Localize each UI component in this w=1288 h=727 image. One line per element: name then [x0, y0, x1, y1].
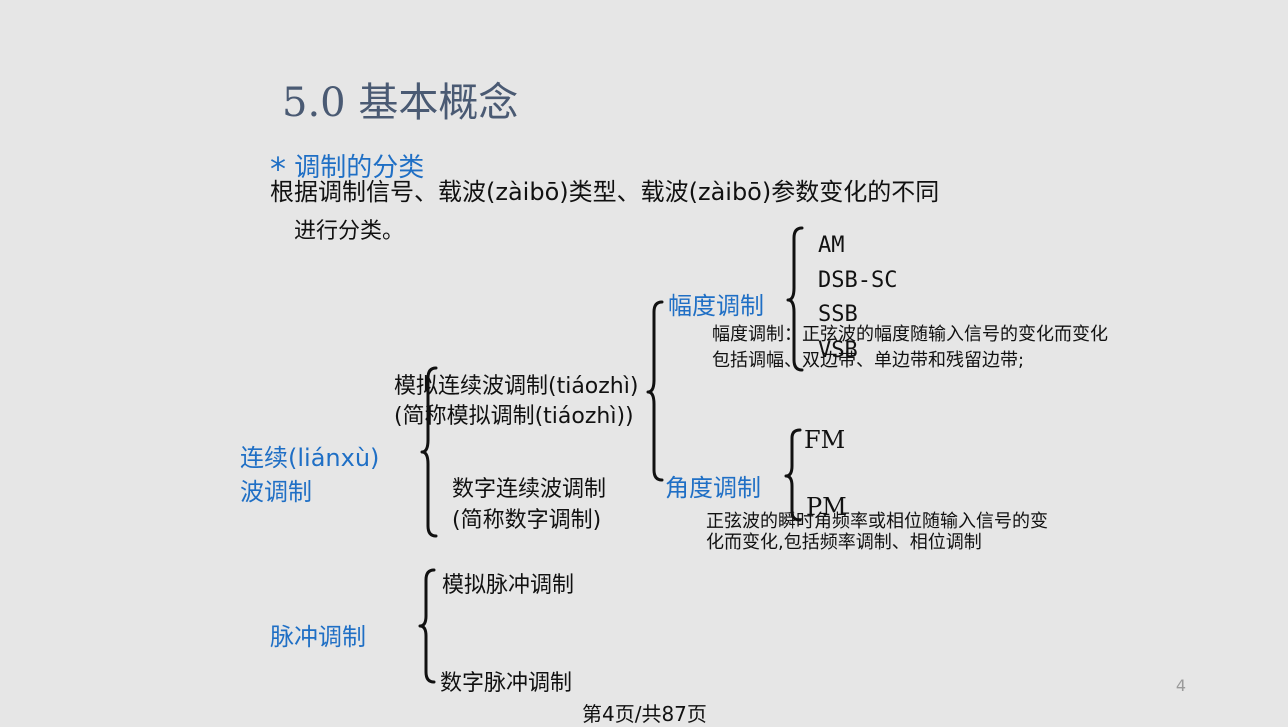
analog-pulse-label: 模拟脉冲调制: [442, 573, 575, 598]
analog-brace-icon: [646, 300, 664, 482]
analog-continuous-line-1: 模拟连续波调制(tiáozhì): [394, 374, 639, 399]
pulse-modulation-label: 脉冲调制: [270, 623, 366, 651]
amplitude-note-line-1: 幅度调制：正弦波的幅度随输入信号的变化而变化: [712, 324, 1108, 345]
digital-pulse-label: 数字脉冲调制: [440, 671, 573, 696]
amplitude-type-ssb: SSB: [818, 302, 858, 327]
analog-continuous-line-2: (简称模拟调制(tiáozhì)): [394, 404, 634, 429]
continuous-wave-label-1: 连续(liánxù): [240, 444, 380, 472]
bullet-heading: * 调制的分类: [270, 146, 425, 188]
amplitude-type-am: AM: [818, 233, 845, 258]
angle-modulation-label: 角度调制: [665, 474, 761, 502]
page-number: 4: [1175, 676, 1186, 695]
page-footer: 第4页/共87页: [582, 702, 707, 726]
amplitude-type-vsb: VSB: [818, 338, 858, 363]
angle-note-line-2: 化而变化,包括频率调制、相位调制: [706, 532, 982, 553]
intro-line-1: 根据调制信号、载波(zàibō)类型、载波(zàibō)参数变化的不同: [270, 178, 940, 206]
digital-continuous-line-1: 数字连续波调制: [452, 477, 607, 502]
pulse-brace-icon: [418, 568, 436, 684]
amplitude-type-dsb-sc: DSB-SC: [818, 268, 898, 293]
continuous-wave-label-2: 波调制: [240, 478, 312, 506]
digital-continuous-line-2: (简称数字调制): [452, 508, 602, 533]
intro-line-2: 进行分类。: [294, 219, 405, 244]
continuous-brace-icon: [420, 366, 438, 538]
bullet-heading-text: 调制的分类: [294, 153, 425, 183]
star-bullet-icon: *: [270, 150, 286, 188]
amplitude-note-line-2: 包括调幅、双边带、单边带和残留边带;: [712, 350, 1025, 371]
angle-type-pm: PM: [806, 493, 847, 521]
amplitude-brace-icon: [786, 226, 804, 372]
amplitude-modulation-label: 幅度调制: [668, 292, 764, 320]
angle-note-line-1: 正弦波的瞬时角频率或相位随输入信号的变: [706, 511, 1048, 532]
angle-type-fm: FM: [804, 426, 846, 454]
angle-brace-icon: [784, 428, 802, 522]
slide-title: 5.0 基本概念: [282, 80, 519, 126]
